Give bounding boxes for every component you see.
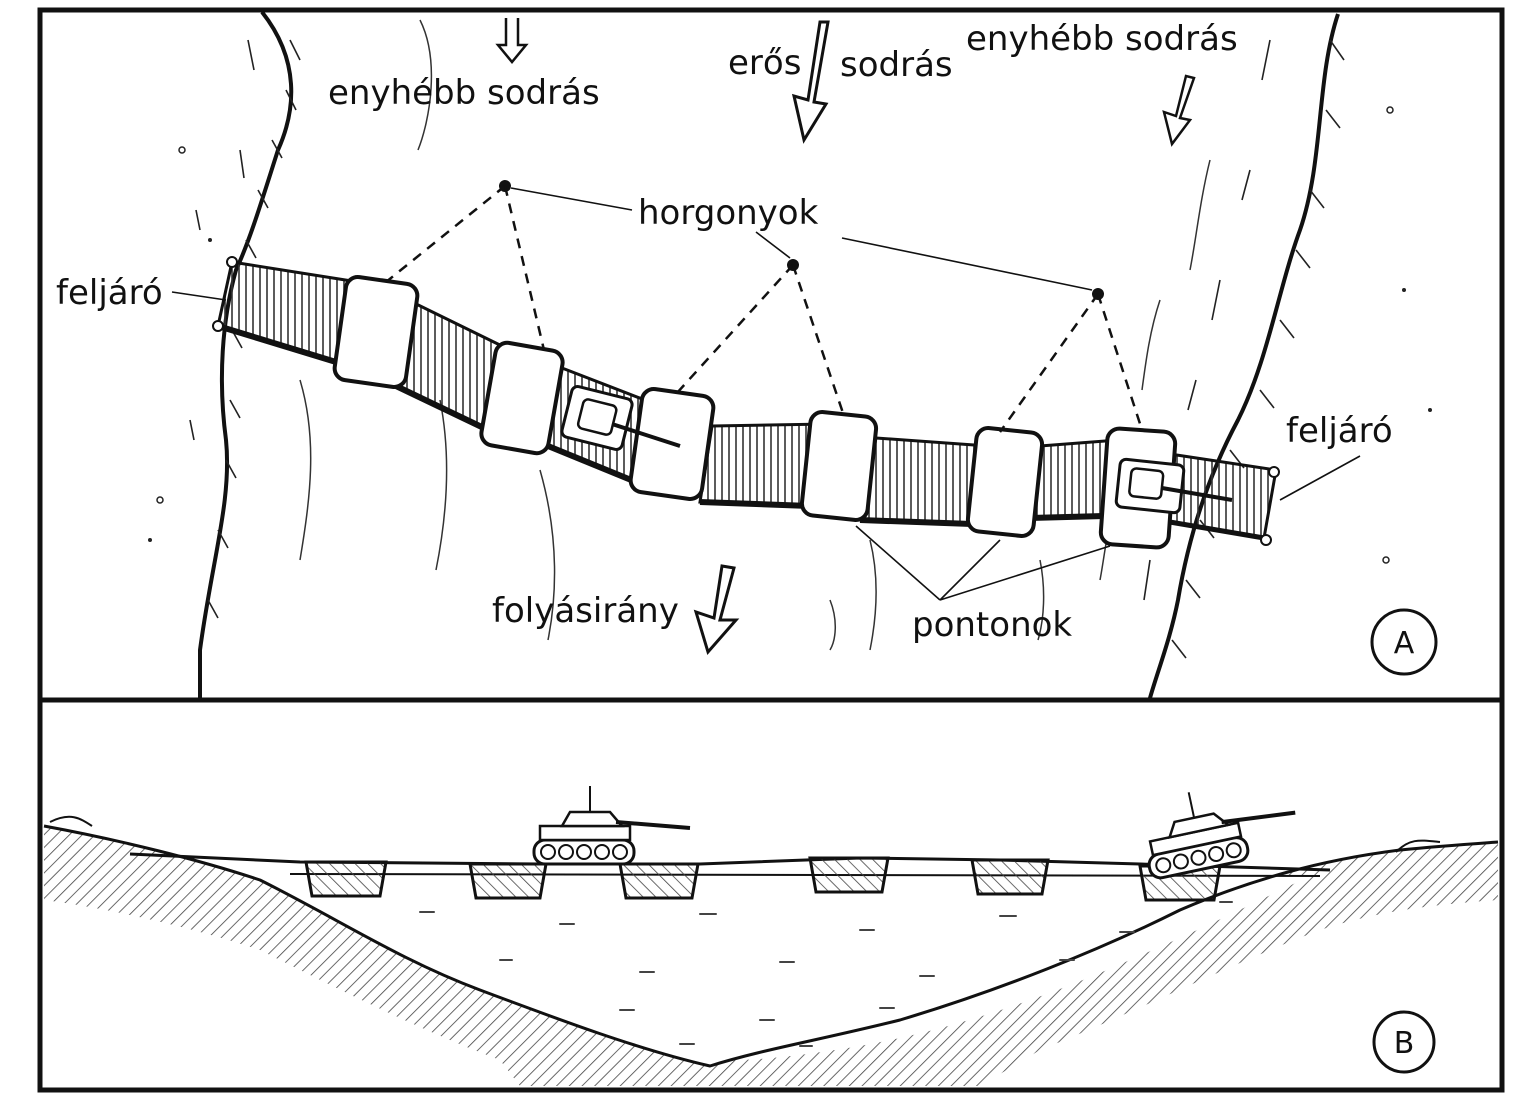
pontoons-side <box>304 856 1222 902</box>
flow-direction-arrow <box>693 564 740 656</box>
pontoon <box>618 862 700 900</box>
panel-b-frame <box>37 697 1505 1093</box>
tank-top-view <box>560 385 681 451</box>
panel-b-badge <box>1372 1010 1436 1074</box>
label-current-strong-a: erős <box>728 43 801 83</box>
label-flow-direction: folyásirány <box>492 591 679 631</box>
pontoon <box>479 340 565 456</box>
water-dashes <box>359 895 1233 1047</box>
pontoon <box>332 275 420 389</box>
left-bank <box>148 10 301 698</box>
anchors <box>385 180 1144 433</box>
river-water <box>300 874 1310 1061</box>
label-current-right: enyhébb sodrás <box>966 19 1238 59</box>
label-ramp-left: feljáró <box>56 273 163 313</box>
label-current-left: enyhébb sodrás <box>328 73 600 113</box>
tank-side-view <box>532 786 691 866</box>
current-arrow-left <box>495 18 529 64</box>
leader-lines <box>171 291 1361 601</box>
current-arrow-right <box>1162 74 1196 147</box>
panel-b-label: B <box>1394 1026 1415 1061</box>
panel-a-badge <box>1370 608 1438 676</box>
pontoon <box>808 856 890 894</box>
label-anchors: horgonyok <box>638 193 819 233</box>
panel-a: enyhébb sodrás erős sodrás enyhébb sodrá… <box>56 10 1438 699</box>
bridge-deck <box>212 256 1280 546</box>
current-arrow-strong <box>791 20 830 144</box>
tank-side-view <box>1147 792 1296 880</box>
tank-top-view <box>1114 457 1233 515</box>
label-ramp-right: feljáró <box>1286 411 1393 451</box>
pontoon <box>970 858 1050 896</box>
label-pontoons: pontonok <box>912 605 1072 645</box>
panel-a-label: A <box>1394 626 1415 661</box>
right-bank <box>1143 13 1432 699</box>
panel-a-frame <box>37 7 1505 703</box>
pontoon <box>304 860 388 898</box>
label-current-strong-b: sodrás <box>840 45 953 85</box>
pontoon <box>965 426 1045 538</box>
panel-b: B <box>43 786 1499 1086</box>
pontoon <box>799 410 879 522</box>
pontoon <box>468 862 548 900</box>
